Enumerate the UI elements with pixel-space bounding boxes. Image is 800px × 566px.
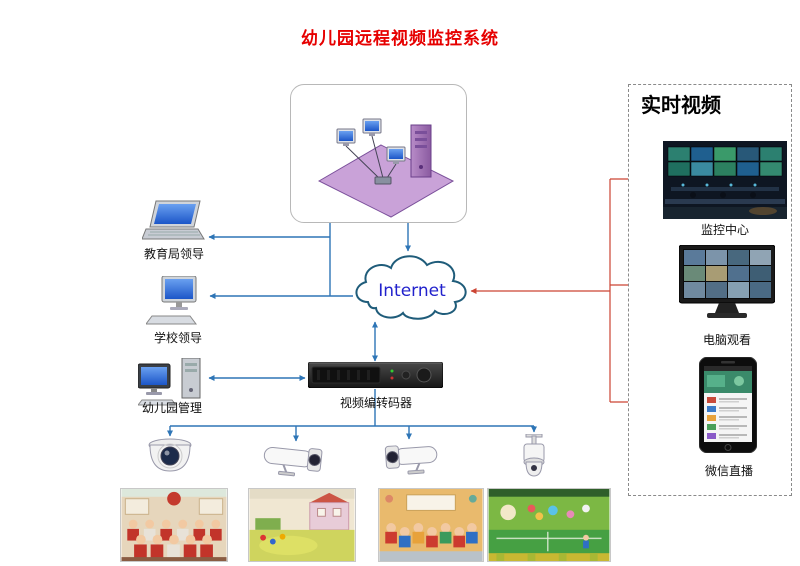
- internet-cloud: Internet: [355, 255, 467, 320]
- laptop-icon-education-bureau: [142, 200, 205, 240]
- desktop-icon-kindergarten-admin: [138, 358, 201, 406]
- photo-indoor-playroom: [248, 488, 356, 562]
- dome-camera-icon: [148, 438, 192, 472]
- photo-3-illustration: [379, 489, 483, 561]
- label-video-transcoder: 视频编转码器: [339, 396, 412, 410]
- monitoring-center-image: [663, 141, 787, 219]
- photo-classroom-children-2: [378, 488, 484, 562]
- label-computer-viewing: 电脑观看: [702, 333, 751, 347]
- bullet-camera-icon-1: [263, 447, 323, 477]
- photo-2-illustration: [249, 489, 355, 561]
- photo-4-illustration: [488, 489, 610, 561]
- desktop-icon-school-leaders: [146, 276, 197, 325]
- label-school-leaders: 学校领导: [153, 331, 202, 345]
- lan-network-box: [290, 84, 467, 223]
- photo-outdoor-playground: [487, 488, 611, 562]
- photo-1-illustration: [121, 489, 227, 561]
- internet-label: Internet: [378, 281, 446, 301]
- page-title: 幼儿园远程视频监控系统: [301, 29, 499, 48]
- ptz-camera-icon: [523, 434, 545, 477]
- lan-network-illustration: [317, 118, 455, 218]
- label-monitoring-center: 监控中心: [700, 223, 749, 237]
- label-education-bureau: 教育局领导: [143, 247, 204, 261]
- label-wechat-live: 微信直播: [704, 464, 753, 478]
- dvr-illustration: [307, 361, 444, 389]
- realtime-video-panel: 实时视频 监控中心: [628, 84, 792, 496]
- computer-viewing-image: [679, 245, 775, 318]
- photo-classroom-children-1: [120, 488, 228, 562]
- label-kindergarten-admin: 幼儿园管理: [141, 401, 202, 415]
- bullet-camera-icon-2: [384, 445, 438, 475]
- realtime-panel-title: 实时视频: [641, 95, 721, 117]
- wechat-live-phone-image: [699, 357, 757, 453]
- video-transcoder-device: [307, 361, 444, 389]
